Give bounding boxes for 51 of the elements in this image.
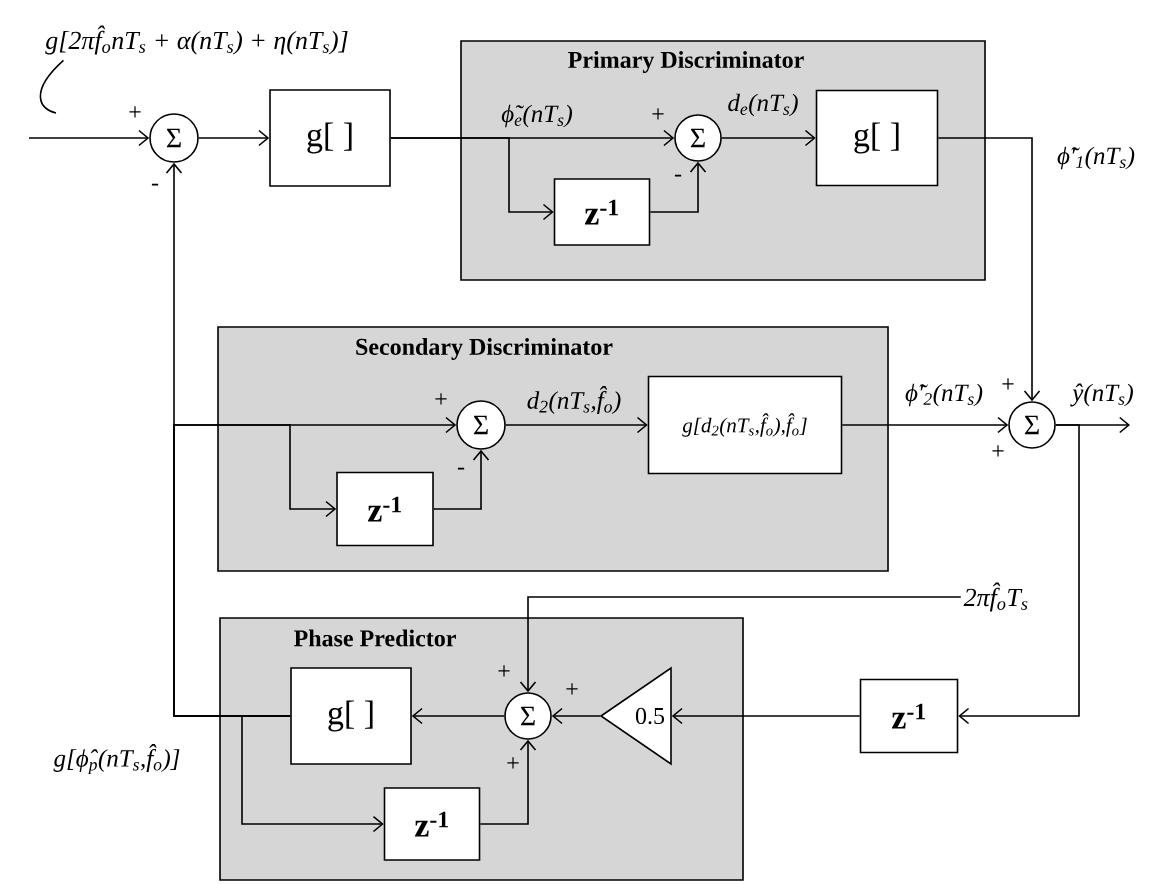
edge-label: d$_{e}$(nT$_{s}$) <box>728 93 798 117</box>
edge-label: g[ϕ̂$_{p}$(nT$_{s}$,f̂$_{o}$)] <box>53 744 180 775</box>
function-box: g[d$_{2}$(nT$_{s}$,f̂$_{o}$),f̂$_{o}$] <box>647 375 843 475</box>
edge-label: ϕ̃$_{e}$(nT$_{s}$) <box>501 104 573 128</box>
formula-label: g[2πf̂$_{o}$nT$_{s}$ + α(nT$_{s}$) + η(nT$_{s}$)] <box>45 25 348 55</box>
summing-junction: Σ <box>504 692 552 740</box>
arrow <box>390 137 554 221</box>
arrow <box>721 129 816 147</box>
arrow <box>198 129 270 147</box>
arrow <box>173 424 337 717</box>
arrow <box>505 416 648 434</box>
arrow <box>479 739 537 825</box>
arrow <box>241 715 384 833</box>
arrow <box>411 707 505 725</box>
function-box: g[ ] <box>290 667 412 765</box>
edge-label: ϕ̃′$_{2}$(nT$_{s}$) <box>905 383 983 407</box>
arrow <box>841 416 1009 434</box>
arrow <box>937 137 1041 402</box>
sign-mark: - <box>457 467 465 470</box>
sign-mark: - <box>674 174 682 177</box>
sign-mark: + <box>566 683 578 695</box>
arrow <box>519 596 962 693</box>
sign-mark: + <box>129 106 141 118</box>
edge-label: ϕ̃′$_{1}$(nT$_{s}$) <box>1057 146 1135 170</box>
delay-box: z$^{-1}$ <box>553 178 651 246</box>
sign-mark: + <box>992 445 1004 457</box>
arrow <box>551 707 601 725</box>
arrow <box>958 424 1080 725</box>
arrow <box>433 449 490 510</box>
sign-mark: + <box>498 665 510 677</box>
summing-junction: Σ <box>456 400 506 450</box>
function-box: g[ ] <box>815 89 939 187</box>
function-box: g[ ] <box>269 89 391 187</box>
sign-mark: + <box>507 757 519 769</box>
delay-box: z$^{-1}$ <box>336 471 434 547</box>
sign-mark: + <box>1002 378 1014 390</box>
arrow <box>671 707 861 725</box>
delay-box: z$^{-1}$ <box>859 678 959 754</box>
arrow <box>649 161 707 213</box>
summing-junction: Σ <box>674 114 722 162</box>
leader-line <box>39 59 65 114</box>
arrow <box>28 129 150 147</box>
sign-mark: + <box>652 108 664 120</box>
sign-mark: - <box>151 183 159 186</box>
summing-junction: Σ <box>1008 401 1056 449</box>
edge-label: d$_{2}$(nT$_{s}$,f̂$_{o}$) <box>527 386 621 414</box>
summing-junction: Σ <box>149 113 199 163</box>
delay-box: z$^{-1}$ <box>383 787 481 861</box>
edge-label: ŷ(nT$_{s}$) <box>1070 383 1133 407</box>
sign-mark: + <box>435 393 447 405</box>
formula-label: 2πf̂$_{o}$T$_{s}$ <box>963 582 1028 612</box>
